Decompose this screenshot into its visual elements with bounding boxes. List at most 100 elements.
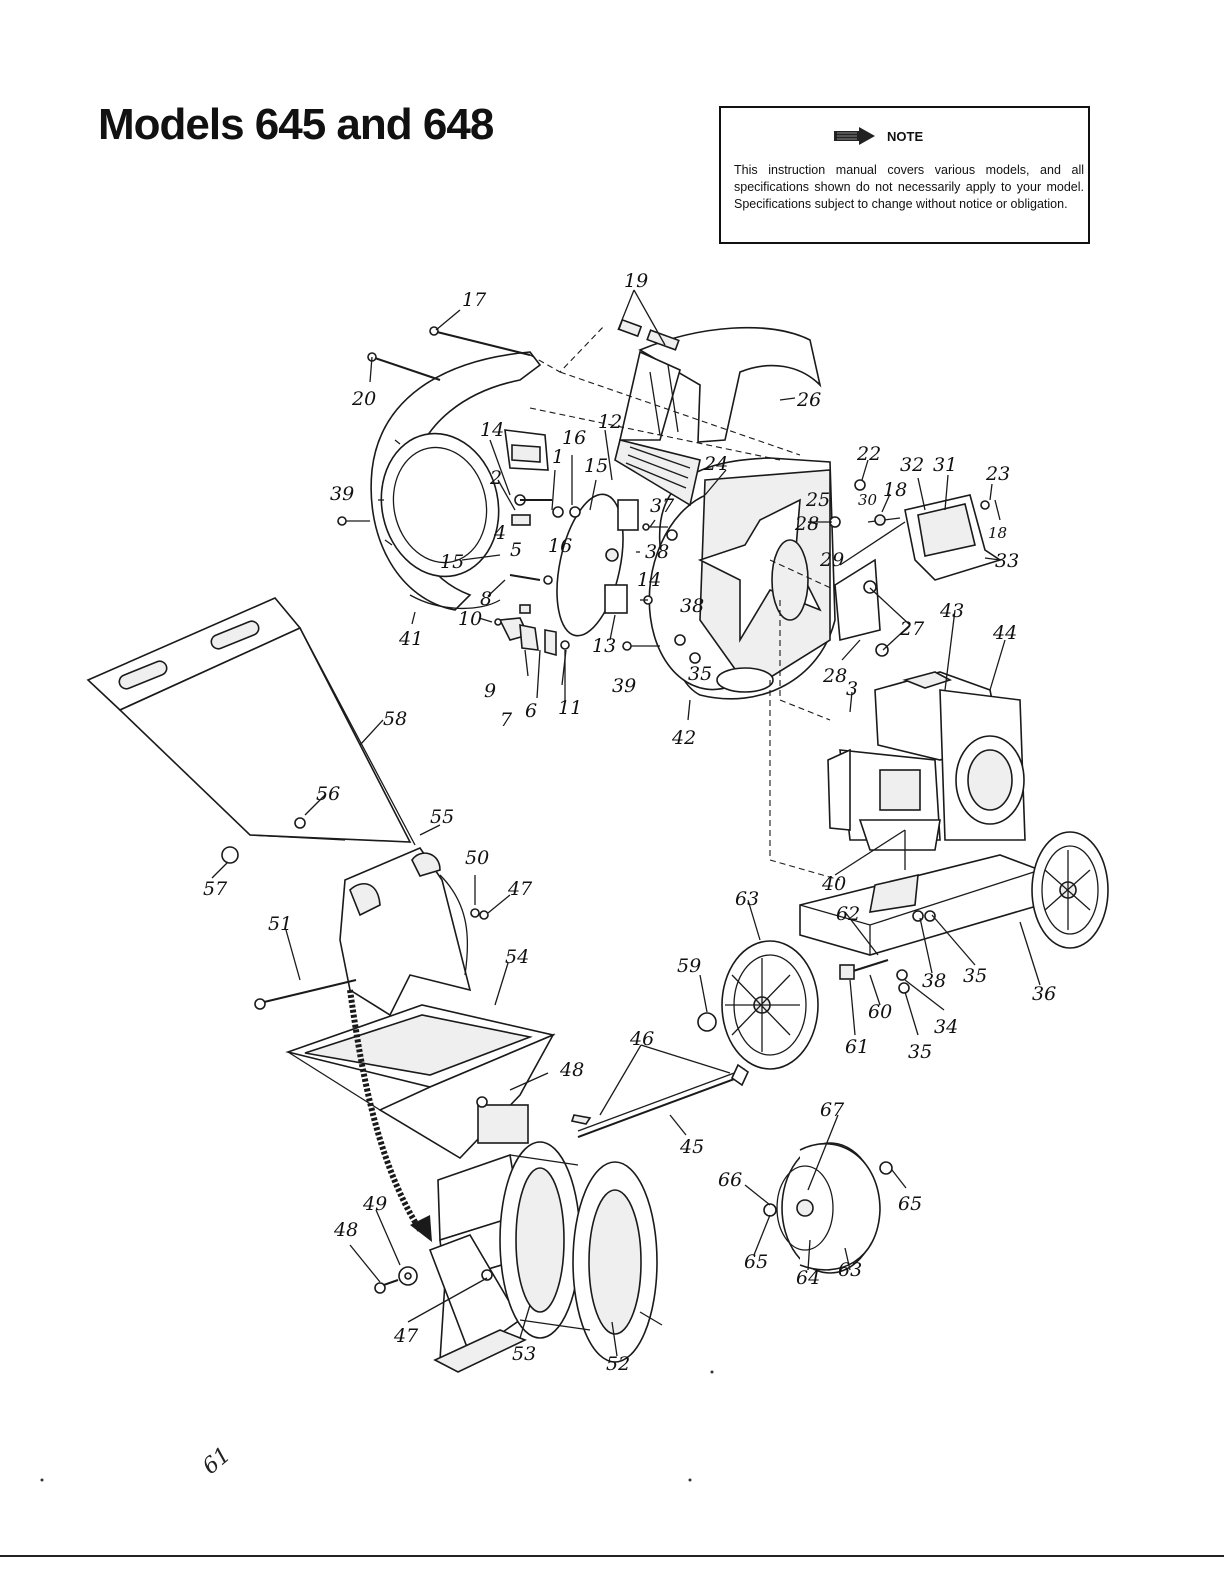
callout: 66 — [718, 1169, 742, 1191]
callout: 28 — [794, 513, 819, 535]
callout: 11 — [558, 697, 582, 719]
callout: 37 — [650, 495, 675, 517]
feed-hopper — [285, 1004, 556, 1160]
callout: 65 — [744, 1251, 768, 1273]
callout: 38 — [922, 970, 946, 992]
callout: 39 — [612, 675, 636, 697]
callout: 20 — [351, 388, 376, 410]
callout: 61 — [845, 1036, 869, 1058]
callout: 35 — [908, 1041, 932, 1063]
long-bolt-17 — [429, 326, 531, 356]
arrow-right-icon — [834, 127, 875, 145]
note-header: NOTE — [833, 126, 923, 146]
engine-base — [799, 854, 1041, 956]
callout: 40 — [821, 873, 846, 895]
callout: 31 — [933, 454, 957, 476]
callout: 18 — [883, 479, 907, 501]
callout: 53 — [512, 1343, 536, 1365]
callout: 65 — [898, 1193, 922, 1215]
callout: 16 — [548, 535, 572, 557]
callout: 17 — [462, 289, 487, 311]
callout: 36 — [1032, 983, 1056, 1005]
callout: 39 — [330, 483, 354, 505]
callout: 26 — [796, 389, 821, 411]
callout: 42 — [671, 727, 696, 749]
callout: 33 — [995, 550, 1019, 572]
shredder-frame — [428, 1141, 663, 1373]
long-bolt-51 — [254, 979, 357, 1010]
bottom-rule — [0, 1555, 1224, 1557]
callout: 18 — [988, 524, 1007, 542]
callout: 14 — [637, 569, 661, 591]
callout: 23 — [985, 463, 1010, 485]
callout: 35 — [963, 965, 987, 987]
callout: 3 — [846, 678, 858, 700]
callout: 47 — [507, 878, 533, 900]
callout: 12 — [598, 411, 622, 433]
discharge-hood — [617, 318, 822, 443]
callout: 32 — [900, 454, 924, 476]
callout: 27 — [899, 618, 925, 640]
callout: 46 — [629, 1028, 654, 1050]
callout: 63 — [735, 888, 759, 910]
housing-half-left — [370, 351, 542, 611]
callout: 2 — [489, 467, 502, 489]
front-wheel — [721, 940, 819, 1070]
page-mark-text: 61 — [198, 1443, 236, 1480]
callout: 35 — [688, 663, 712, 685]
page-title: Models 645 and 648 — [98, 100, 494, 149]
callout: 22 — [856, 443, 881, 465]
axle-hardware — [697, 959, 910, 1032]
callout: 60 — [868, 1001, 892, 1023]
alt-wheel — [763, 1142, 893, 1274]
callout: 57 — [203, 878, 228, 900]
callout: 16 — [562, 427, 586, 449]
small-hardware-cluster — [337, 494, 701, 664]
long-bolt-20 — [367, 352, 441, 381]
callout: 51 — [268, 913, 292, 935]
callout: 41 — [398, 628, 423, 650]
note-box: NOTE This instruction manual covers vari… — [719, 106, 1090, 244]
callout: 14 — [480, 419, 504, 441]
callout: 15 — [440, 551, 464, 573]
callout: 19 — [624, 270, 648, 292]
engine — [827, 671, 1026, 870]
chute-cover — [614, 439, 701, 507]
callout: 38 — [680, 595, 704, 617]
callout: 24 — [703, 453, 728, 475]
callout: 49 — [362, 1193, 387, 1215]
callout: 9 — [484, 680, 496, 702]
callout: 5 — [510, 539, 522, 561]
callout: 58 — [383, 708, 407, 730]
callout: 29 — [819, 549, 844, 571]
callout: 62 — [836, 903, 860, 925]
callout: 55 — [430, 806, 454, 828]
callout: 6 — [525, 700, 537, 722]
callout: 47 — [393, 1325, 419, 1347]
callout: 1 — [552, 446, 564, 468]
hardware-48-49 — [374, 1266, 493, 1294]
callout: 28 — [822, 665, 847, 687]
callout: 4 — [493, 522, 506, 544]
callout: 8 — [480, 588, 492, 610]
callout: 67 — [820, 1099, 845, 1121]
bearing-bracket — [504, 429, 549, 471]
callout: 48 — [559, 1059, 584, 1081]
callout: 59 — [677, 955, 701, 977]
callout: 63 — [838, 1259, 862, 1281]
strap-arrow — [347, 989, 432, 1242]
chute-support — [339, 847, 489, 1017]
callout: 38 — [645, 541, 669, 563]
callout: 25 — [805, 489, 830, 511]
callout: 34 — [934, 1016, 958, 1038]
callout: 13 — [592, 635, 616, 657]
callout: 43 — [939, 600, 964, 622]
callout: 30 — [858, 491, 878, 509]
blower-impeller — [556, 493, 639, 637]
callout: 52 — [606, 1353, 630, 1375]
rear-wheel — [1031, 831, 1109, 949]
callout: 15 — [584, 455, 608, 477]
callout: 7 — [500, 709, 513, 731]
note-text: This instruction manual covers various m… — [734, 163, 1084, 211]
